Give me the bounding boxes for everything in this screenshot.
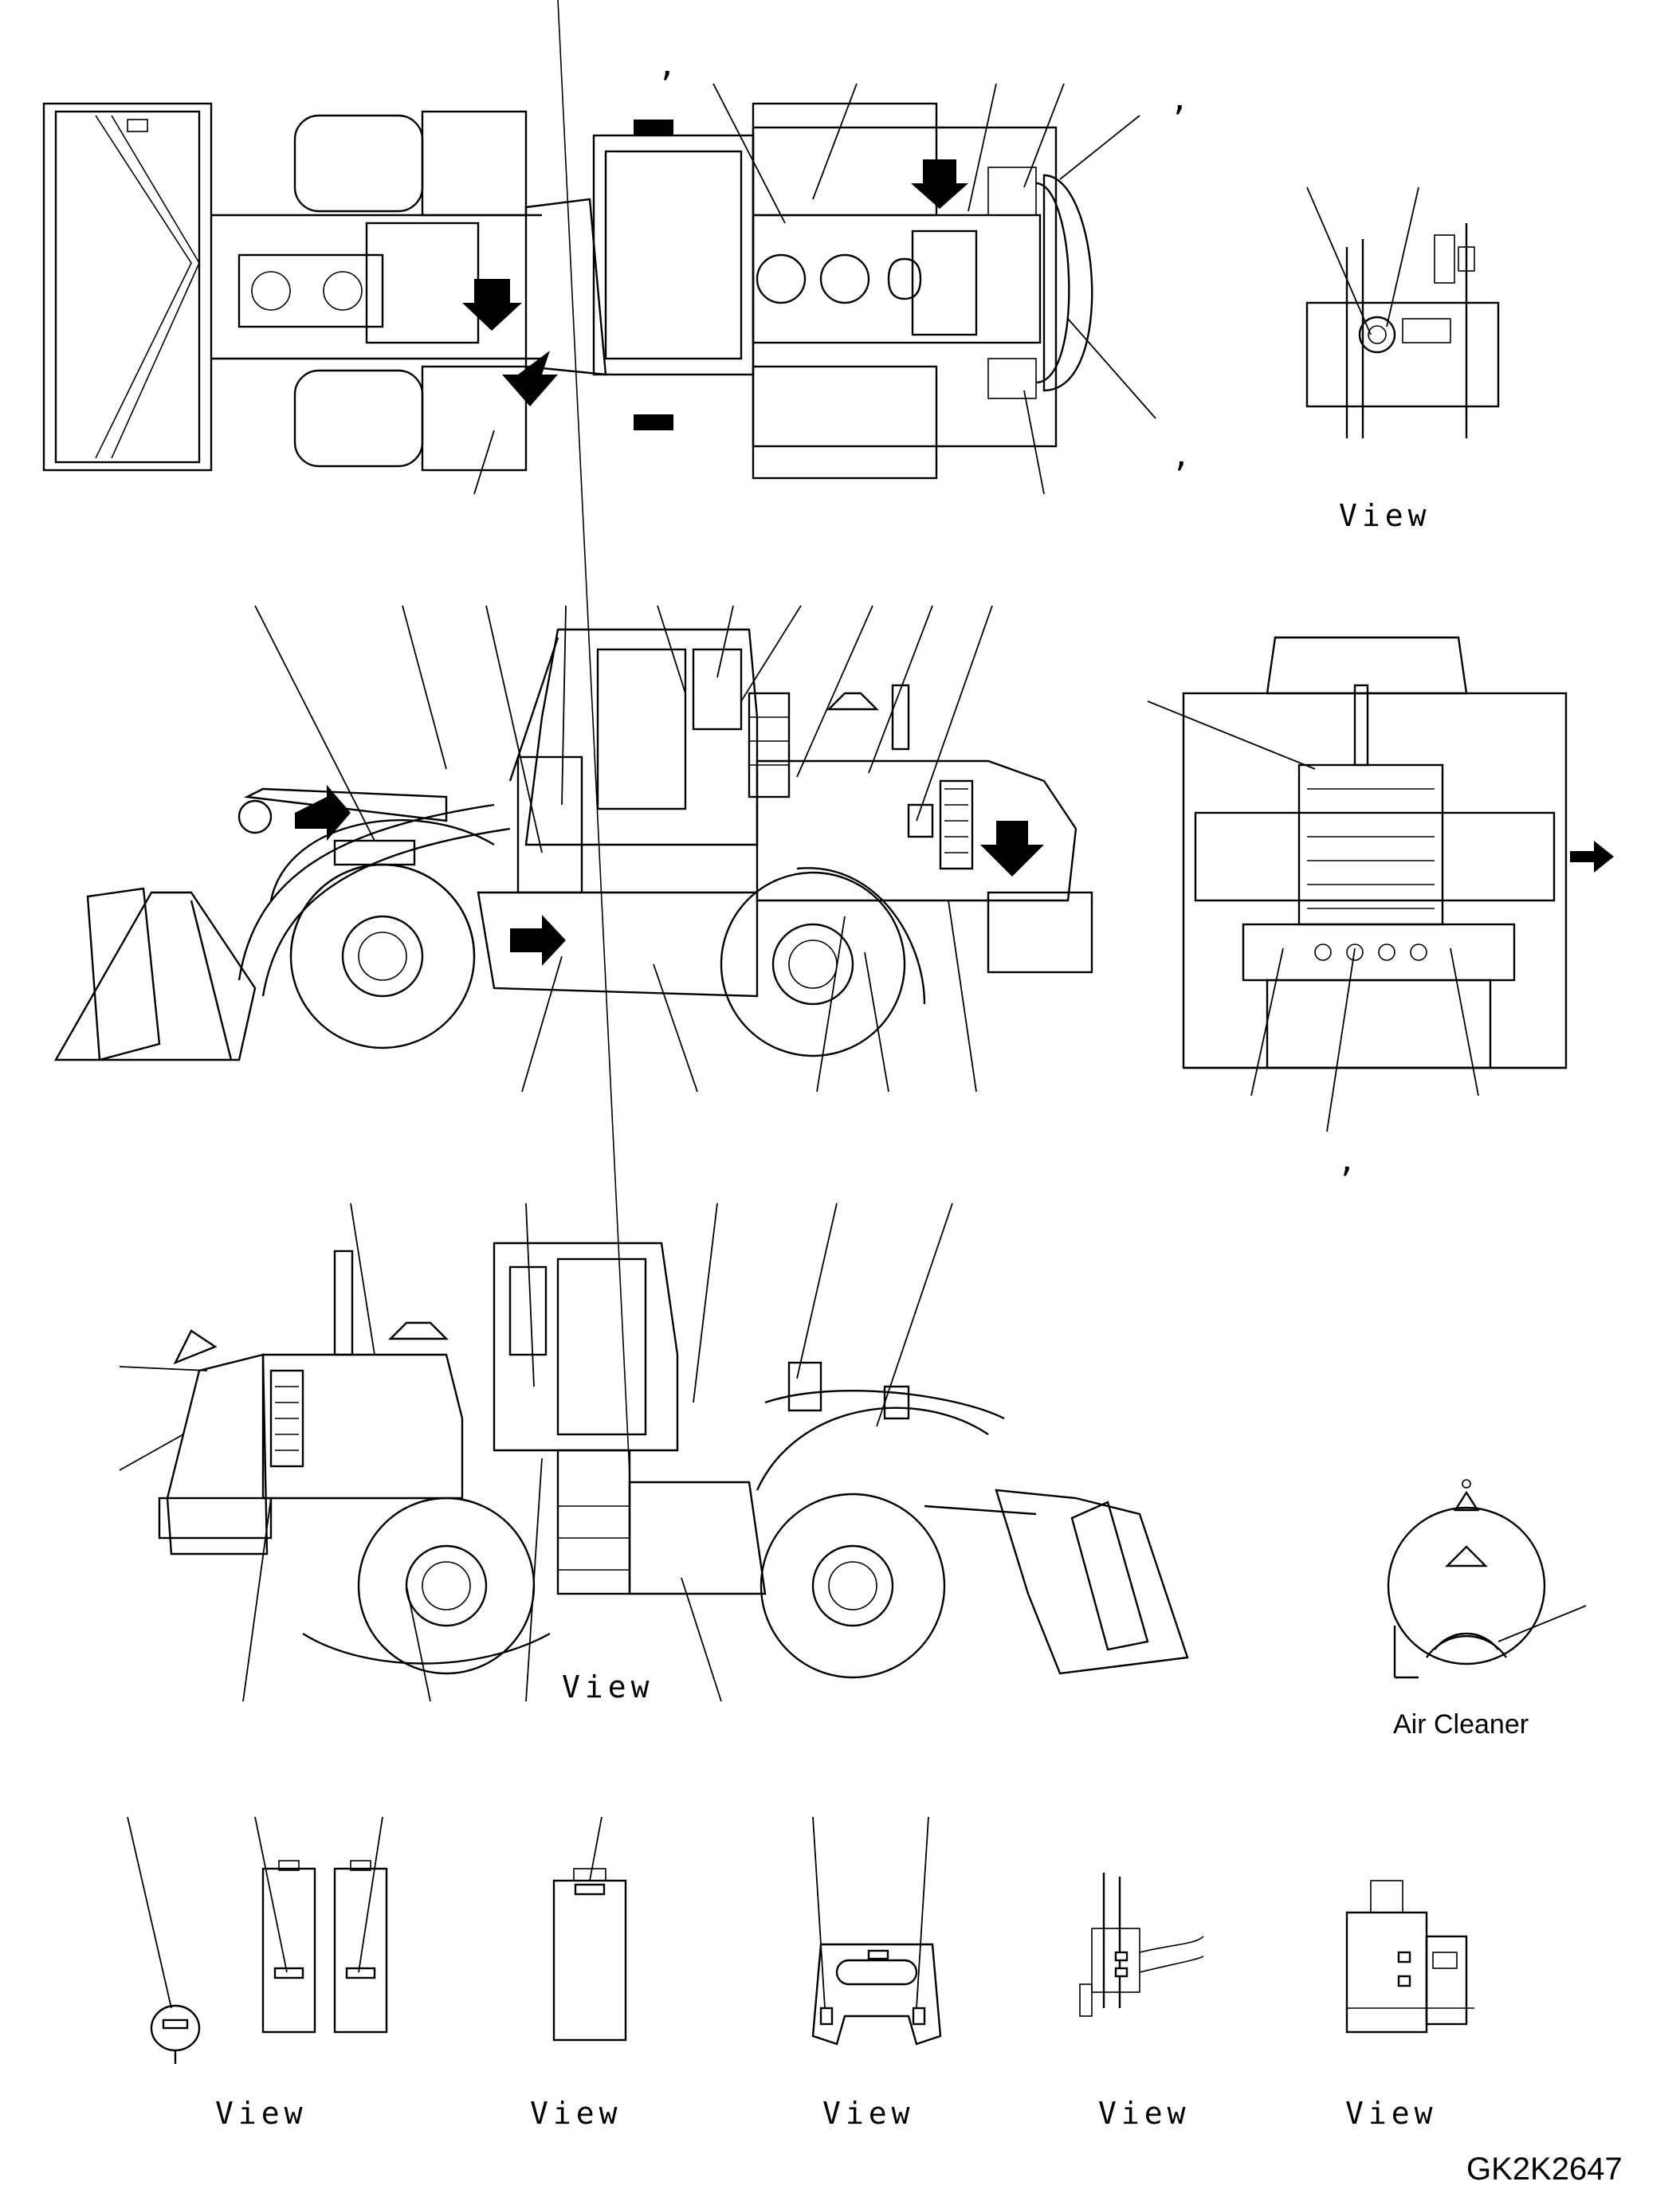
comma-2: , (1170, 81, 1189, 118)
view-label-bottom-1: View (215, 2096, 308, 2131)
rear-view (1147, 636, 1614, 1132)
view-label-top-right: View (1339, 498, 1431, 533)
bottom-detail-4 (1079, 1873, 1204, 2017)
comma-3: , (1172, 437, 1191, 474)
side-view-right (119, 0, 1189, 1702)
drawing-id: GK2K2647 (1466, 2152, 1623, 2187)
air-cleaner-label: Air Cleaner (1393, 1709, 1529, 1740)
top-plan-view (42, 83, 1156, 495)
view-label-bottom-4: View (1098, 2096, 1191, 2131)
view-label-right-side: View (562, 1669, 654, 1705)
detail-view-top-right (1305, 186, 1500, 438)
comma-4: , (1337, 1143, 1356, 1179)
bottom-detail-5 (1345, 1880, 1474, 2034)
air-cleaner-diagram (1387, 1479, 1587, 1679)
bottom-detail-2 (552, 1816, 627, 2042)
bottom-detail-3 (811, 1816, 942, 2046)
view-label-bottom-3: View (822, 2096, 915, 2131)
view-label-bottom-5: View (1345, 2096, 1438, 2131)
view-label-bottom-2: View (530, 2096, 622, 2131)
bottom-detail-1 (127, 1816, 388, 2064)
side-view-left (53, 605, 1093, 1093)
comma-1: , (657, 47, 677, 84)
